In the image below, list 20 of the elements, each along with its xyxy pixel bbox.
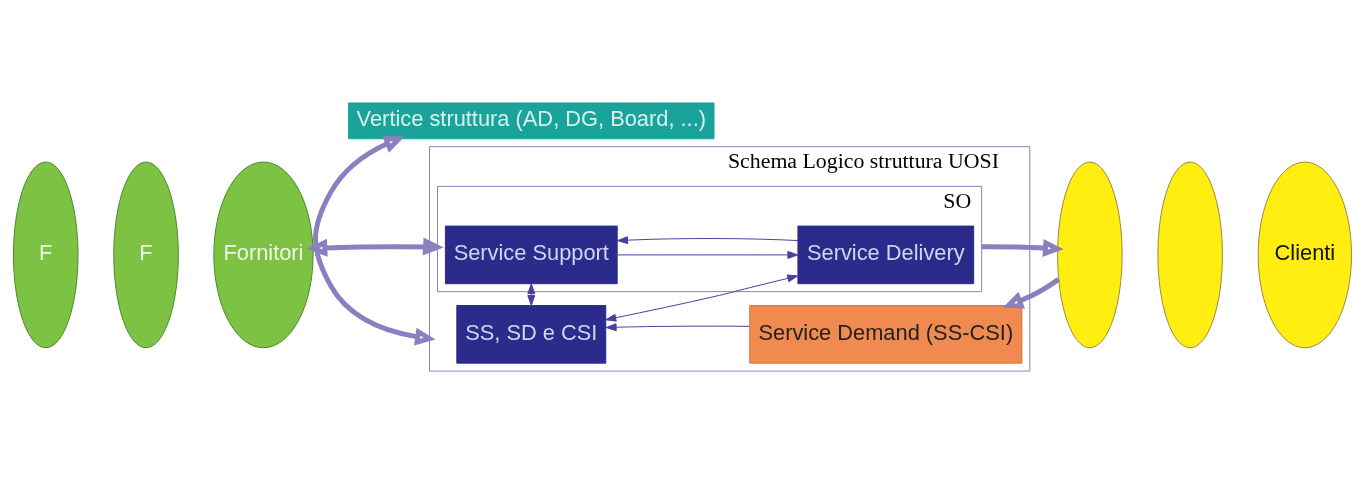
arrow xyxy=(605,323,750,332)
arrow xyxy=(981,238,1064,257)
arrow xyxy=(313,136,436,346)
node-ellipse: F xyxy=(13,161,79,349)
arrow xyxy=(617,250,799,259)
node-ellipse xyxy=(1057,161,1123,349)
node-box: Vertice struttura (AD, DG, Board, ...) xyxy=(348,102,715,140)
node-ellipse: Clienti xyxy=(1257,161,1352,349)
arrow xyxy=(605,274,799,322)
node-ellipse: F xyxy=(113,161,179,349)
arrow xyxy=(306,237,444,257)
node-box: Service Support xyxy=(444,225,618,285)
node-box: Service Demand (SS-CSI) xyxy=(749,305,1023,364)
node-box: SS, SD e CSI xyxy=(456,305,607,364)
node-box: Service Delivery xyxy=(797,225,975,285)
arrow xyxy=(1002,277,1060,309)
arrow xyxy=(527,283,536,306)
arrow xyxy=(617,236,799,245)
node-ellipse: Fornitori xyxy=(213,161,314,349)
node-ellipse xyxy=(1157,161,1223,349)
